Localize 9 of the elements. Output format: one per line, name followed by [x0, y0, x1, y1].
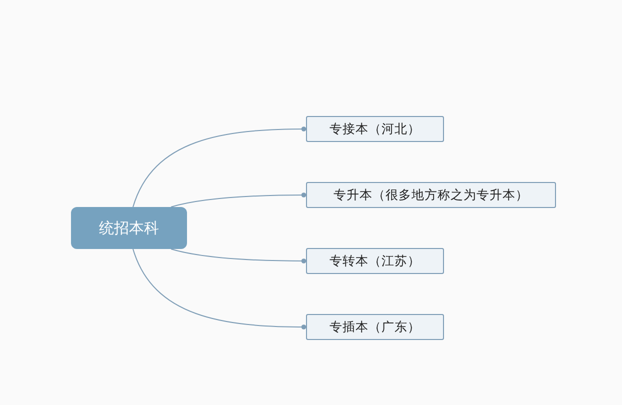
connector-line [170, 248, 306, 264]
subtopic-box: 专转本（江苏） [306, 248, 444, 274]
subtopic-box: 专接本（河北） [306, 116, 444, 142]
subtopic-box: 专插本（广东） [306, 314, 444, 340]
connector-line [132, 248, 306, 330]
subtopic-box: 专升本（很多地方称之为专升本） [306, 182, 556, 208]
connector-line [132, 126, 306, 208]
root-topic-box: 统招本科 [71, 207, 187, 249]
connector-line [170, 192, 306, 208]
